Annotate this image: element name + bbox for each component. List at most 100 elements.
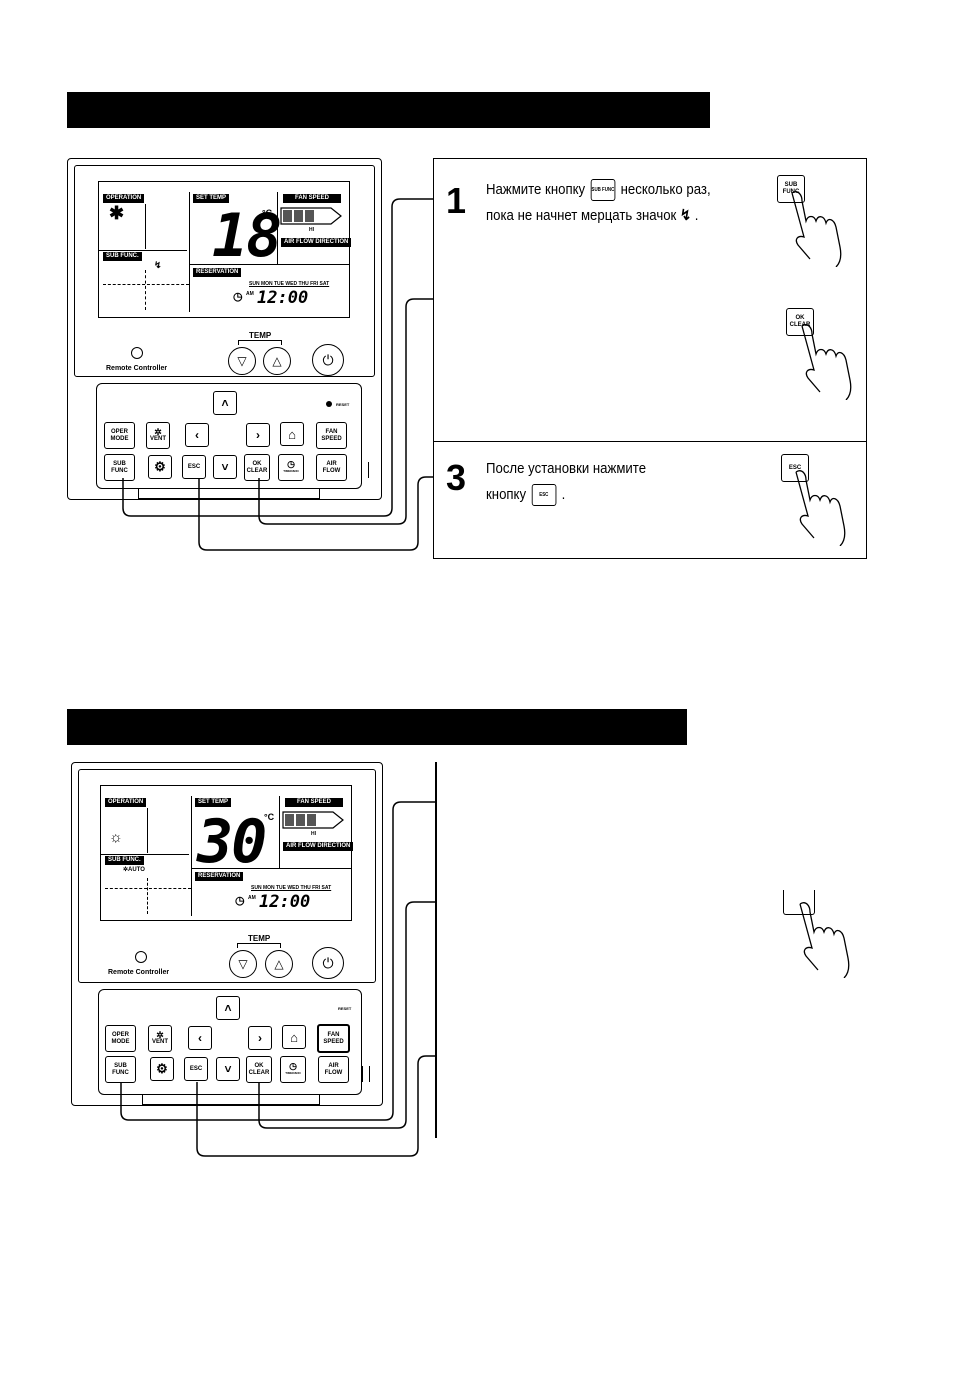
esc-button[interactable]: ESC (182, 455, 206, 479)
lcd-days: SUN MON TUE WED THU FRI SAT (251, 885, 332, 891)
reset-label: RESET (338, 1006, 352, 1011)
step-1-box: 1 Нажмите кнопку SUB FUNC несколько раз,… (433, 158, 867, 270)
key-art-partial (783, 890, 815, 915)
step-2-box: OK CLEAR (433, 268, 867, 442)
vent-label: VENT (151, 1038, 168, 1045)
fan-speed-indicator (280, 207, 342, 225)
step-1-line-2: пока не начнет мерцать значок ↯ . (486, 205, 698, 227)
lcd-label-reservation: RESERVATION (193, 268, 242, 277)
fan-speed-indicator (282, 811, 344, 829)
timer-button[interactable]: ◷ TIMER/BIO (280, 1056, 306, 1083)
temp-up-button[interactable]: △ (263, 347, 291, 375)
lcd-days: SUN MON TUE WED THU FRI SAT (249, 281, 330, 287)
bottom-hinge (142, 1095, 320, 1105)
down-arrow-button[interactable]: ˅ (216, 1057, 240, 1081)
sun-icon: ☼ (109, 829, 123, 846)
lcd-label-fan-speed: FAN SPEED (285, 798, 344, 807)
hand-pointer-icon (799, 902, 850, 978)
slot-icon (362, 1066, 370, 1082)
down-arrow-button[interactable]: ˅ (213, 455, 237, 479)
left-arrow-button[interactable]: ‹ (188, 1026, 212, 1050)
sub-func-key-icon: SUB FUNC (590, 179, 616, 202)
lcd-label-reservation: RESERVATION (195, 872, 244, 881)
temp-label: TEMP (248, 934, 271, 943)
fan-speed-button[interactable]: FAN SPEED (317, 1024, 350, 1053)
lcd-label-operation: OPERATION (103, 194, 145, 203)
sub-func-button[interactable]: SUB FUNC (104, 454, 135, 481)
up-arrow-button[interactable]: ˄ (213, 391, 237, 415)
bottom-hinge (138, 489, 320, 499)
lcd-label-fan-speed: FAN SPEED (283, 194, 342, 203)
temp-bracket (238, 340, 282, 345)
home-button[interactable]: ⌂ (280, 422, 304, 446)
settings-button[interactable]: ⚙ (150, 1057, 174, 1081)
step-3-box: 3 После установки нажмите кнопку ESC . E… (433, 441, 867, 559)
home-button[interactable]: ⌂ (282, 1025, 306, 1049)
temp-bracket (237, 943, 281, 948)
lcd-display: OPERATION ☼ SUB FUNC. ✲AUTO SET TEMP 30 … (100, 785, 354, 921)
section-2-heading-bar (67, 709, 687, 745)
clock-icon: ◷ (235, 895, 245, 907)
ok-clear-button[interactable]: OK CLEAR (244, 454, 270, 481)
step-2-key-art: OK CLEAR (786, 308, 814, 336)
timer-button[interactable]: ◷ TIMER/BIO (278, 454, 304, 481)
air-flow-button[interactable]: AIR FLOW (316, 454, 347, 481)
power-button[interactable]: ⏻ (312, 947, 344, 979)
remote-controller-label: Remote Controller (108, 969, 170, 976)
lcd-label-sub-func: SUB FUNC. (103, 252, 142, 261)
up-arrow-button[interactable]: ˄ (216, 996, 240, 1020)
lcd-display: OPERATION ✱ SUB FUNC. ↯ SET TEMP 18 °C F… (98, 181, 352, 318)
vent-button[interactable]: ✲ VENT (148, 1025, 172, 1052)
fan-speed-level: HI (311, 831, 316, 837)
lcd-am: AM (248, 895, 256, 901)
remote-controller-1: OPERATION ✱ SUB FUNC. ↯ SET TEMP 18 °C F… (67, 158, 382, 500)
fan-speed-level: HI (309, 227, 314, 233)
temp-down-button[interactable]: ▽ (229, 950, 257, 978)
lcd-label-air-flow-direction: AIR FLOW DIRECTION (283, 842, 354, 851)
step-1-key-art: SUB FUNC (777, 175, 805, 203)
section-1-heading-bar (67, 92, 710, 128)
sub-func-button[interactable]: SUB FUNC (105, 1056, 136, 1083)
sensor-icon (131, 347, 143, 359)
hand-pointer-icon (801, 324, 852, 400)
lcd-time: 12:00 (259, 892, 311, 912)
hand-pointer-icon (795, 470, 846, 546)
snowflake-icon: ✱ (109, 203, 125, 223)
sub-func-auto: ✲AUTO (123, 866, 145, 873)
slot-icon (361, 462, 369, 478)
left-arrow-button[interactable]: ‹ (185, 423, 209, 447)
clock-icon: ◷ (233, 291, 243, 303)
settings-button[interactable]: ⚙ (148, 455, 172, 479)
lcd-label-set-temp: SET TEMP (195, 798, 232, 807)
hand-pointer-icon (791, 191, 842, 267)
ok-clear-button[interactable]: OK CLEAR (246, 1056, 272, 1083)
gear-icon: ⚙ (154, 459, 166, 474)
clock-icon: ◷ (287, 458, 295, 469)
oper-mode-button[interactable]: OPER MODE (104, 422, 135, 449)
lcd-temperature-unit: °C (262, 208, 273, 218)
timer-label: TIMER/BIO (285, 1070, 301, 1075)
step-1-text-c: пока не начнет мерцать значок (486, 207, 677, 224)
lcd-temperature-unit: °C (264, 812, 275, 822)
temp-down-button[interactable]: ▽ (228, 347, 256, 375)
temp-up-button[interactable]: △ (265, 950, 293, 978)
remote-controller-label: Remote Controller (106, 365, 168, 372)
right-arrow-button[interactable]: › (246, 423, 270, 447)
step-1-text-d: . (694, 207, 699, 224)
step-3-text-b: . (561, 486, 566, 503)
vent-button[interactable]: ✲ VENT (146, 422, 170, 449)
step-1-line-1: Нажмите кнопку SUB FUNC несколько раз, (486, 179, 711, 202)
sub-func-auto-label: AUTO (128, 867, 145, 873)
esc-key-icon: ESC (531, 484, 557, 507)
right-arrow-button[interactable]: › (248, 1026, 272, 1050)
air-flow-button[interactable]: AIR FLOW (318, 1056, 349, 1083)
vent-label: VENT (149, 435, 166, 442)
oper-mode-button[interactable]: OPER MODE (105, 1025, 136, 1052)
step-3-line-1: После установки нажмите (486, 460, 647, 477)
esc-button[interactable]: ESC (184, 1057, 208, 1081)
step-3-text-a: кнопку (486, 486, 527, 503)
step-1-text-a: Нажмите кнопку (486, 181, 586, 198)
power-button[interactable]: ⏻ (312, 344, 344, 376)
fan-speed-button[interactable]: FAN SPEED (316, 422, 347, 449)
lcd-am: AM (246, 291, 254, 297)
